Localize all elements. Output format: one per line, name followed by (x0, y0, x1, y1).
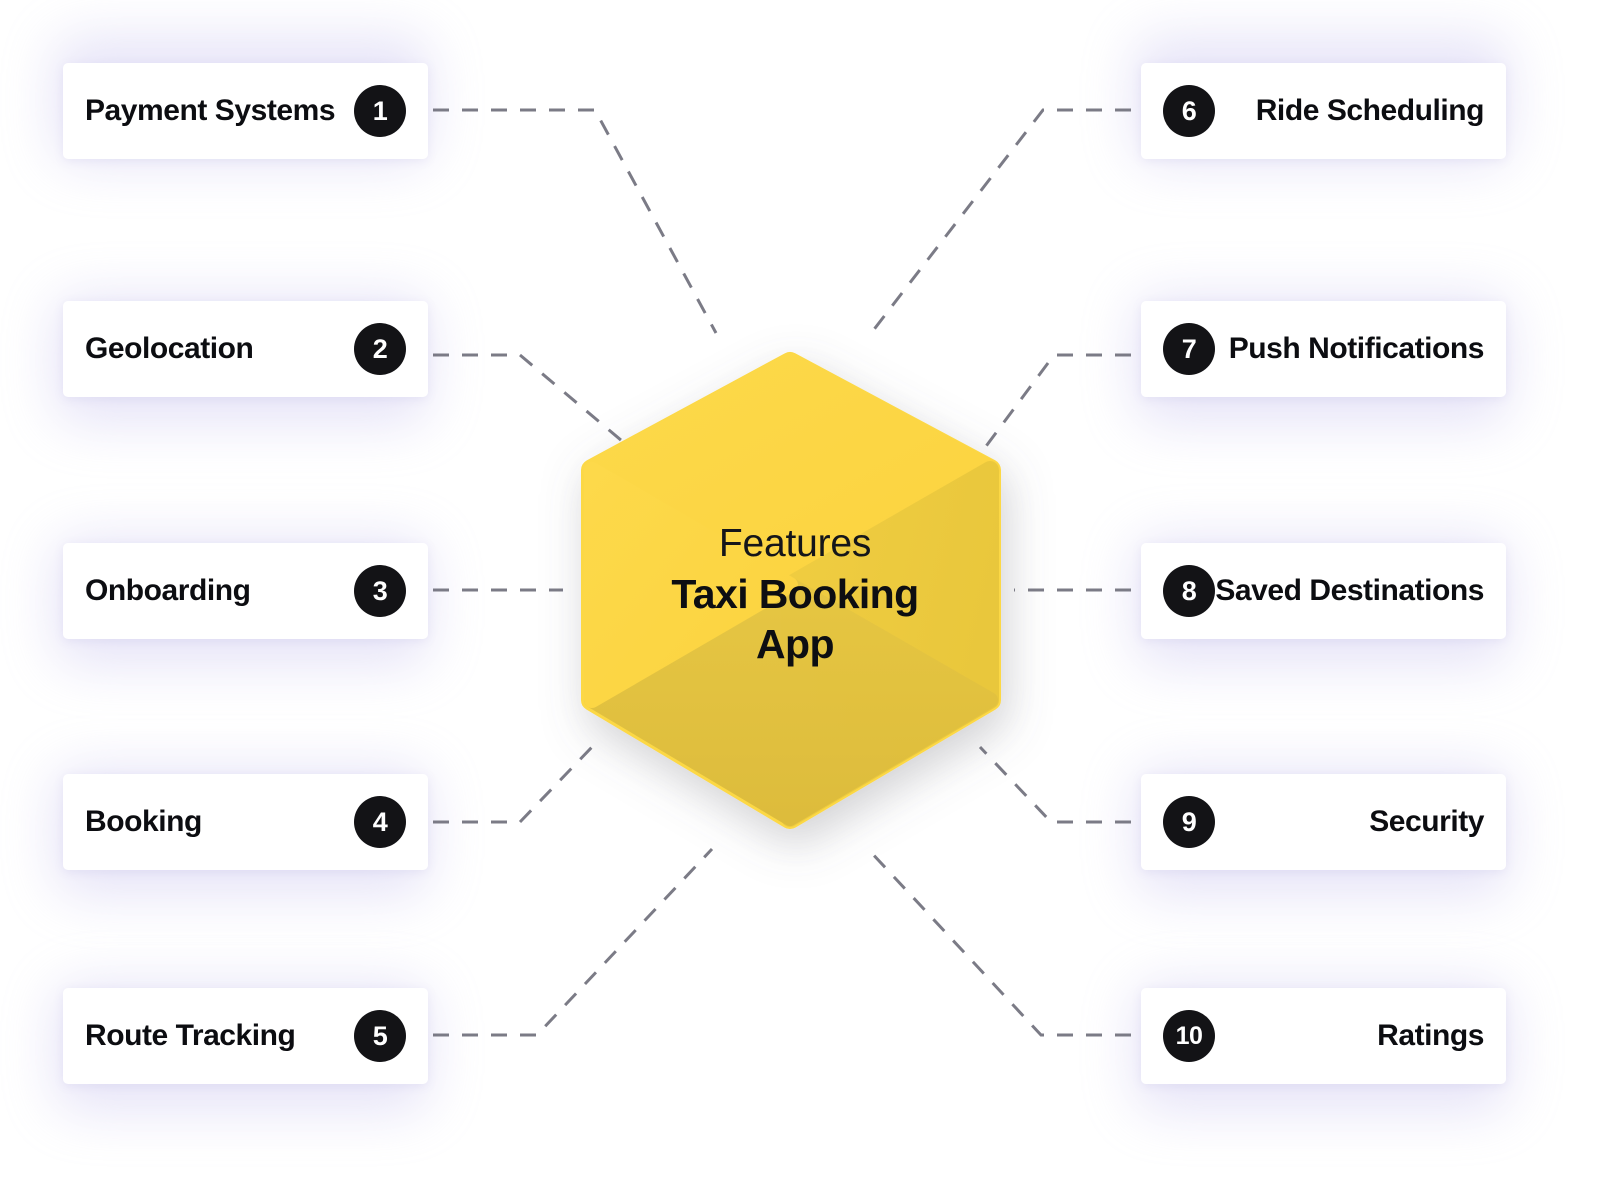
feature-label: Ride Scheduling (1255, 94, 1485, 127)
feature-card-ratings[interactable]: 10 Ratings (1141, 988, 1506, 1084)
feature-card-push-notifications[interactable]: 7 Push Notifications (1141, 301, 1506, 397)
feature-number-badge: 8 (1163, 565, 1215, 617)
feature-label: Ratings (1377, 1019, 1484, 1052)
feature-number-badge: 7 (1163, 323, 1215, 375)
hexagon-face-left (584, 462, 798, 708)
feature-label: Onboarding (85, 574, 251, 607)
feature-number-badge: 5 (354, 1010, 406, 1062)
connector-6 (870, 108, 1131, 333)
feature-number-badge: 1 (354, 85, 406, 137)
feature-number-badge: 6 (1163, 85, 1215, 137)
feature-label: Push Notifications (1228, 332, 1485, 365)
feature-card-geolocation[interactable]: Geolocation 2 (63, 301, 428, 397)
feature-number-badge: 9 (1163, 796, 1215, 848)
connector-5 (433, 847, 714, 1037)
feature-card-saved-destinations[interactable]: 8 Saved Destinations (1141, 543, 1506, 639)
feature-number-badge: 10 (1163, 1010, 1215, 1062)
feature-card-payment-systems[interactable]: Payment Systems 1 (63, 63, 428, 159)
connector-10 (866, 847, 1131, 1037)
feature-label: Route Tracking (85, 1019, 296, 1052)
center-hexagon (560, 340, 1030, 850)
feature-number-badge: 4 (354, 796, 406, 848)
feature-label: Payment Systems (85, 94, 336, 127)
feature-label: Security (1369, 805, 1484, 838)
feature-card-route-tracking[interactable]: Route Tracking 5 (63, 988, 428, 1084)
feature-number-badge: 2 (354, 323, 406, 375)
feature-label: Geolocation (85, 332, 254, 365)
feature-card-booking[interactable]: Booking 4 (63, 774, 428, 870)
feature-card-security[interactable]: 9 Security (1141, 774, 1506, 870)
connector-1 (433, 108, 718, 334)
feature-label: Saved Destinations (1215, 574, 1484, 607)
feature-card-onboarding[interactable]: Onboarding 3 (63, 543, 428, 639)
feature-number-badge: 3 (354, 565, 406, 617)
feature-card-ride-scheduling[interactable]: 6 Ride Scheduling (1141, 63, 1506, 159)
feature-label: Booking (85, 805, 202, 838)
